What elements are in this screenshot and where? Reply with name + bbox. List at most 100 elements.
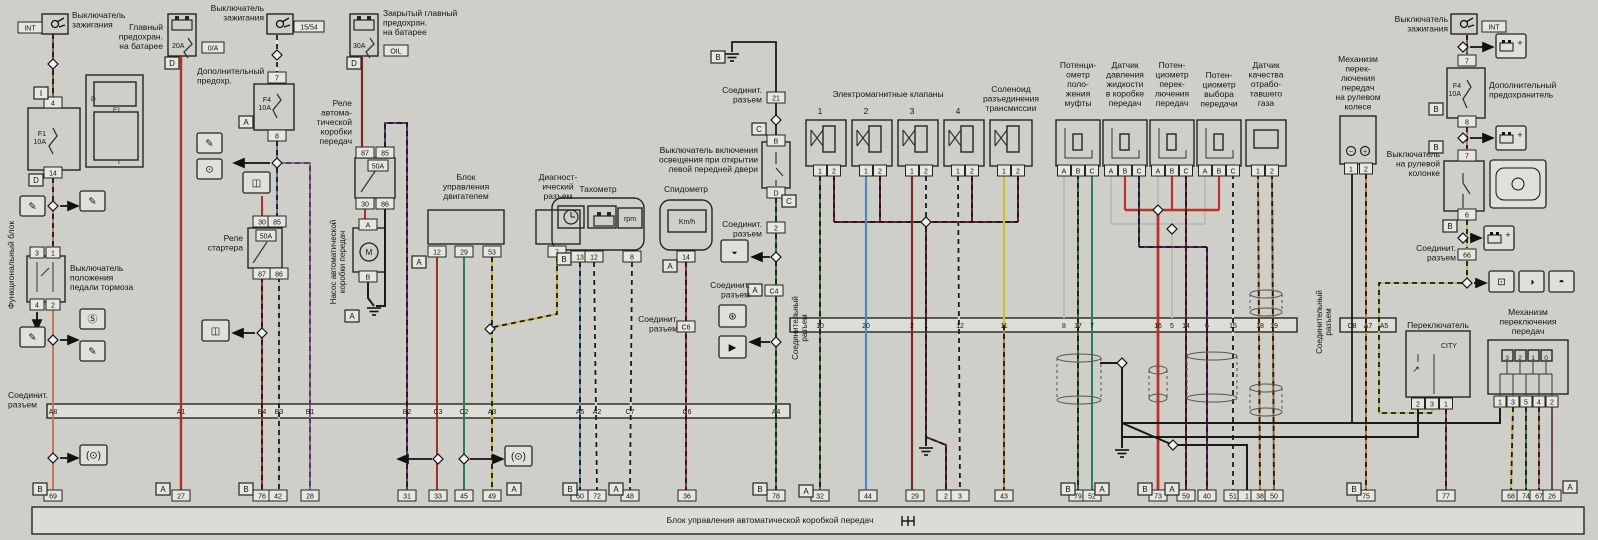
wire-stripe — [1257, 173, 1261, 492]
letter-label: C — [756, 125, 762, 134]
pin: 42 — [268, 489, 288, 502]
pin-label: A — [1203, 169, 1208, 176]
pin-label: 2 — [924, 169, 928, 176]
instrument-icon: ⊡ — [1488, 270, 1515, 293]
pin: B — [358, 270, 378, 283]
pin-label: A — [1109, 169, 1114, 176]
pin: 78 — [766, 489, 786, 502]
wires-layer — [36, 34, 1553, 492]
pin-label: 2 — [970, 169, 974, 176]
rect — [597, 212, 601, 216]
pin: 21 — [766, 91, 786, 104]
label-text: Соединительныйразъем — [791, 296, 809, 360]
pin: 2 — [873, 164, 887, 177]
pin-label: 30 — [258, 220, 266, 227]
component-box — [1245, 119, 1287, 167]
injector-icon: ✎ — [19, 195, 46, 217]
pin: 27 — [171, 489, 191, 502]
letter-label: B — [1065, 485, 1070, 494]
pin-label: 27 — [177, 494, 185, 501]
pin: C — [1085, 164, 1099, 177]
component-box — [1166, 133, 1177, 151]
ignition-key-icon — [1459, 17, 1475, 29]
pin-label: 1 — [51, 251, 55, 258]
letter-label: B — [1433, 105, 1438, 114]
component-box — [1213, 133, 1224, 151]
letter-box: B — [710, 50, 726, 64]
component-box — [551, 197, 645, 251]
label-text: 12 — [956, 323, 964, 330]
rect — [813, 164, 827, 177]
pin-label: 2 — [1364, 167, 1368, 174]
icons-layer: ✎✎Ⓢ✎✎(⊙)✎⊙◫◫(⊙)◒⊛▶+++⊡◑◓−+ — [19, 16, 1575, 526]
pin: 2 — [1411, 397, 1425, 410]
letter-box: A — [1094, 482, 1110, 496]
pin-label: 7 — [1465, 59, 1469, 66]
pin: 30 — [355, 197, 375, 210]
rect — [175, 16, 179, 20]
rect — [1251, 164, 1265, 177]
letter-label: A — [416, 258, 422, 267]
wire-stripe — [957, 175, 961, 492]
rect — [1164, 482, 1180, 496]
pin: 8 — [622, 250, 642, 263]
rect — [164, 56, 180, 70]
rect — [1508, 132, 1511, 135]
rect — [1495, 167, 1541, 201]
diamond-node — [1461, 277, 1473, 289]
pin: 87 — [252, 267, 272, 280]
ground-symbol — [1115, 449, 1129, 458]
ellipse — [1186, 393, 1238, 403]
component-box — [989, 119, 1033, 167]
text: ◑ — [1528, 277, 1534, 288]
text: ⊙ — [205, 165, 213, 176]
label-text: I — [118, 159, 120, 166]
rect — [1439, 397, 1453, 410]
pin-label: 3 — [958, 494, 962, 501]
letter-box: B — [1428, 140, 1444, 154]
ground-symbol — [725, 53, 739, 62]
rect — [504, 445, 533, 467]
component-box — [1149, 119, 1195, 167]
wire-segment — [367, 282, 375, 307]
letter-box: C — [751, 122, 767, 136]
component-box — [1443, 160, 1485, 212]
wire-segment — [277, 162, 311, 491]
rect — [1481, 20, 1507, 33]
rect — [28, 173, 44, 187]
label-text: 6 — [1205, 323, 1209, 330]
pin: C6 — [676, 320, 696, 333]
diamond-node — [458, 453, 470, 465]
pin: 66 — [1457, 248, 1477, 261]
text: + — [1505, 230, 1510, 240]
rect — [1519, 395, 1533, 408]
relay-icon: ◫ — [242, 171, 271, 194]
rect — [1493, 395, 1507, 408]
label-text: Спидометр — [664, 184, 708, 194]
pin-label: 36 — [683, 494, 691, 501]
diamond-node — [1166, 223, 1178, 235]
ignition-key-icon — [275, 17, 291, 29]
text: ◫ — [211, 326, 220, 337]
pin: 2 — [919, 164, 933, 177]
pin-label: B — [1123, 169, 1128, 176]
rect — [1457, 248, 1477, 261]
rect — [33, 86, 49, 100]
pin-label: 68 — [1507, 494, 1515, 501]
rect — [584, 250, 604, 263]
rect — [997, 164, 1011, 177]
component-box — [93, 111, 139, 161]
pin: B — [766, 134, 786, 147]
circle — [275, 19, 285, 29]
injector-icon: ✎ — [19, 326, 46, 348]
pin: INT — [1481, 20, 1507, 33]
label-text: Электромагнитные клапаны — [832, 89, 943, 99]
diamond-node — [770, 251, 782, 263]
letter-box: B — [1137, 482, 1153, 496]
pin-label: 86 — [381, 202, 389, 209]
rect — [1011, 164, 1025, 177]
pin-label: 1 — [1349, 167, 1353, 174]
